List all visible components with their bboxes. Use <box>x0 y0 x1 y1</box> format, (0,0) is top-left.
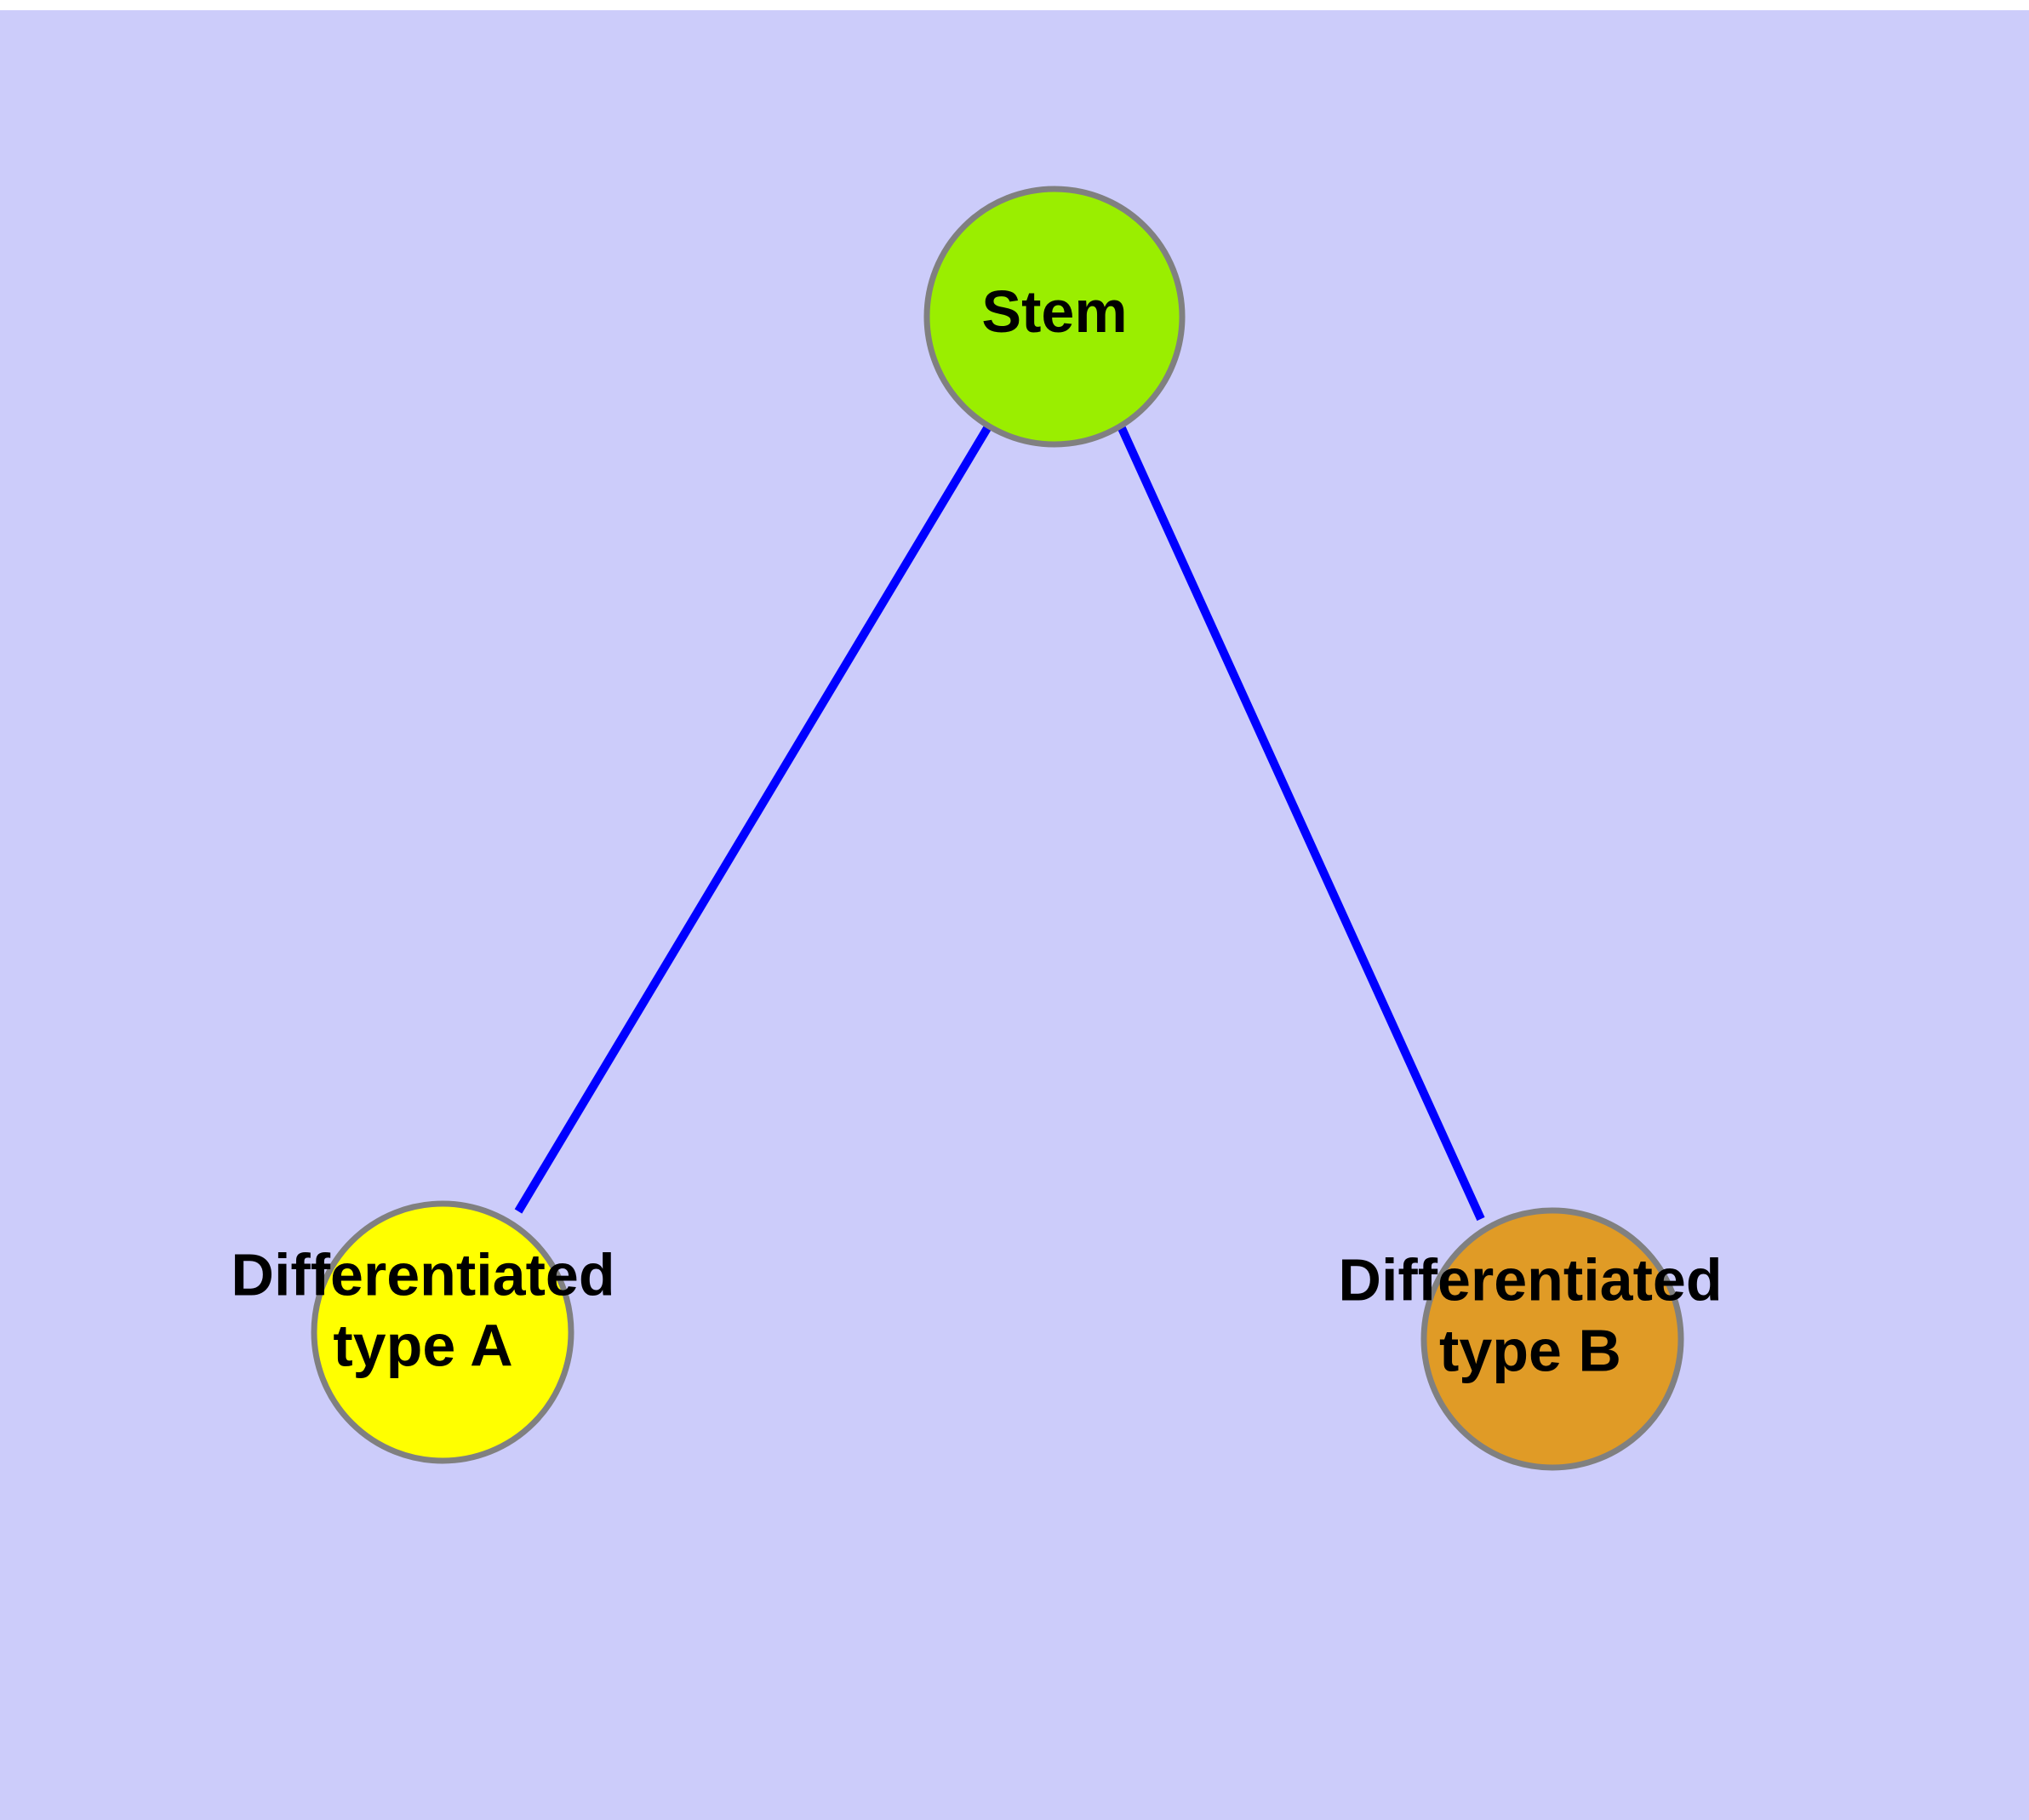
node-stem-circle[interactable] <box>923 186 1186 448</box>
edge-stem-to-differentiated-type-a <box>514 426 992 1214</box>
node-differentiated-type-a-circle[interactable] <box>311 1200 574 1464</box>
node-differentiated-type-b-circle[interactable] <box>1420 1207 1684 1471</box>
node-stem-label: Stem <box>981 278 1127 345</box>
node-stem[interactable]: Stem <box>923 186 1186 448</box>
edge-stem-to-differentiated-type-b <box>1117 426 1485 1222</box>
edges-layer <box>514 426 1485 1222</box>
